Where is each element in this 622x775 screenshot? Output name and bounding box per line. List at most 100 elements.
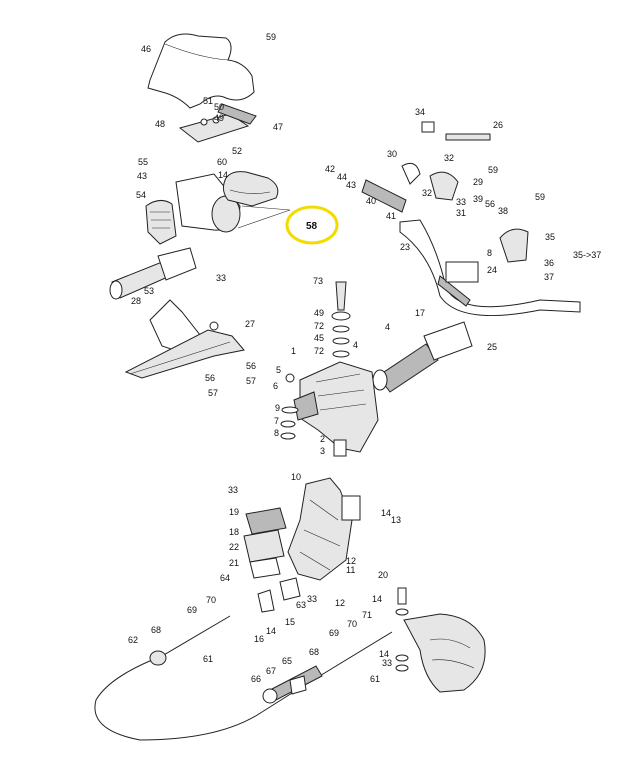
callout-8: 8 [487,248,492,258]
callout-34: 34 [415,107,425,117]
part-nozzle [403,613,486,693]
callout-18: 18 [229,527,239,537]
callout-49: 49 [314,308,324,318]
part-grip-pad [222,171,279,207]
callout-37: 37 [544,272,554,282]
callout-9: 9 [275,403,280,413]
callout-57: 57 [246,376,256,386]
callout-29: 29 [473,177,483,187]
callout-32: 32 [444,153,454,163]
callout-72: 72 [314,346,324,356]
part-1-column-housing [299,361,379,453]
callout-20: 20 [378,570,388,580]
callout-2: 2 [320,434,325,444]
callout-14: 14 [379,649,389,659]
callout-56: 56 [205,373,215,383]
callout-4: 4 [385,322,390,332]
part-30-clip [401,162,421,185]
callout-3: 3 [320,446,325,456]
callout-10: 10 [291,472,301,482]
callout-42: 42 [325,164,335,174]
part-26-cable [445,133,491,141]
callout-68: 68 [309,647,319,657]
callout-61: 61 [203,654,213,664]
callout-30: 30 [387,149,397,159]
callout-44: 44 [337,172,347,182]
callout-27: 27 [245,319,255,329]
callout-59: 59 [266,32,276,42]
callout-46: 46 [141,44,151,54]
callout-33: 33 [216,273,226,283]
part-25-throttle [423,321,473,361]
part-35-housing [499,228,529,263]
part-10-bracket [287,477,353,581]
callout-63: 63 [296,600,306,610]
callout-19: 19 [229,507,239,517]
callout-53: 53 [144,286,154,296]
callout-22: 22 [229,542,239,552]
callout-51: 51 [203,96,213,106]
callout-13: 13 [391,515,401,525]
callout-25: 25 [487,342,497,352]
callout-50: 50 [214,102,224,112]
part-19-sleeve [245,507,287,535]
callout-39: 39 [473,194,483,204]
callout-26: 26 [493,120,503,130]
callout-14: 14 [372,594,382,604]
callout-33: 33 [228,485,238,495]
part-23-handlebar [399,219,581,317]
callout-47: 47 [273,122,283,132]
part-29-switch [429,171,459,201]
callout-32: 32 [422,188,432,198]
part-73-bolt [335,281,347,311]
callout-41: 41 [386,211,396,221]
callout-71: 71 [362,610,372,620]
callout-6: 6 [273,381,278,391]
callout-12: 12 [346,556,356,566]
callout-70: 70 [347,619,357,629]
part-47-plate [217,103,257,125]
callout-17: 17 [415,308,425,318]
callout-56: 56 [246,361,256,371]
callout-43: 43 [137,171,147,181]
callout-35->37: 35->37 [573,250,601,260]
callout-59: 59 [535,192,545,202]
callout-57: 57 [208,388,218,398]
callout-60: 60 [217,157,227,167]
callout-15: 15 [285,617,295,627]
callout-54: 54 [136,190,146,200]
callout-66: 66 [251,674,261,684]
callout-67: 67 [266,666,276,676]
part-17-grip [377,343,439,393]
part-46-cover [147,33,255,109]
callout-35: 35 [545,232,555,242]
callout-69: 69 [329,628,339,638]
callout-16: 16 [254,634,264,644]
callout-1: 1 [291,346,296,356]
callout-14: 14 [381,508,391,518]
part-22-bushing [249,557,281,579]
callout-36: 36 [544,258,554,268]
callout-21: 21 [229,558,239,568]
callout-38: 38 [498,206,508,216]
callout-49: 49 [214,113,224,123]
callout-72: 72 [314,321,324,331]
callout-65: 65 [282,656,292,666]
callout-8: 8 [274,428,279,438]
callout-14: 14 [218,170,228,180]
callout-24: 24 [487,265,497,275]
callout-55: 55 [138,157,148,167]
callout-70: 70 [206,595,216,605]
callout-62: 62 [128,635,138,645]
callout-48: 48 [155,119,165,129]
part-61-cable-right [261,631,393,713]
callout-73: 73 [313,276,323,286]
callout-14: 14 [266,626,276,636]
callout-7: 7 [274,416,279,426]
callout-11: 11 [346,565,355,575]
callout-59: 59 [488,165,498,175]
callout-43: 43 [346,180,356,190]
